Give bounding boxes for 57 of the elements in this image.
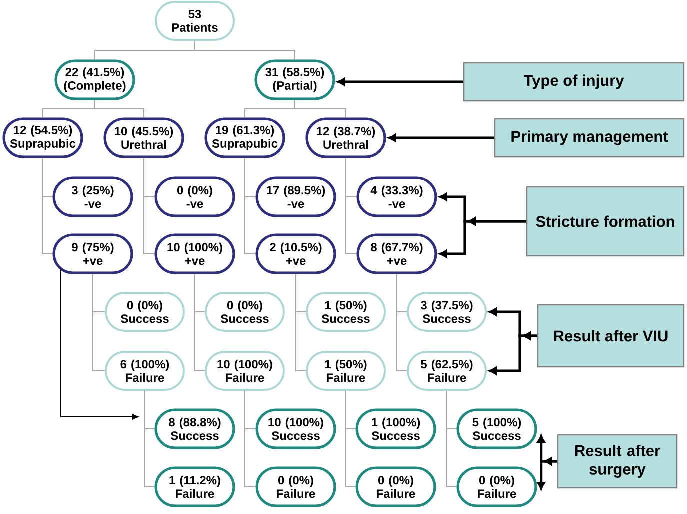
- label-box: Result after VIU: [537, 304, 685, 368]
- rounded-box: 0 (0%) Success: [105, 292, 185, 332]
- arrow: [388, 134, 494, 142]
- rounded-box: 6 (100%) Failure: [105, 351, 185, 391]
- rounded-box: 1 (11.2%) Failure: [154, 466, 236, 508]
- connector-line: [346, 158, 358, 254]
- connector-line: [42, 158, 54, 254]
- connector-line: [244, 390, 256, 488]
- connector-line: [296, 274, 306, 372]
- rounded-box: 9 (75%) +ve: [52, 234, 134, 274]
- connector-line: [144, 390, 156, 488]
- rounded-box: 0 (0%) Success: [205, 292, 285, 332]
- arrow: [439, 218, 526, 258]
- rounded-box: 53 Patients: [155, 1, 235, 41]
- connector-line: [446, 390, 458, 488]
- rounded-box: 10 (100%) +ve: [154, 234, 236, 274]
- label-box: Stricture formation: [526, 186, 685, 257]
- connector-line: [194, 40, 296, 60]
- connector-line: [346, 390, 356, 488]
- label-box: Type of injury: [463, 62, 685, 102]
- rounded-box: 8 (88.8%) Success: [154, 408, 236, 450]
- rounded-box: 1 (100%) Success: [356, 408, 436, 450]
- rounded-box: 5 (62.5%) Failure: [407, 351, 487, 391]
- rounded-box: 4 (33.3%) -ve: [356, 176, 438, 218]
- rounded-box: 10 (45.5%) Urethral: [104, 118, 184, 158]
- rounded-box: 10 (100%) Failure: [205, 351, 285, 391]
- rounded-box: 8 (67.7%) +ve: [356, 234, 438, 274]
- label-box: Result after surgery: [557, 434, 678, 489]
- connector-line: [194, 274, 206, 372]
- arrow: [537, 458, 558, 490]
- rounded-box: 17 (89.5%) -ve: [256, 176, 336, 218]
- rounded-box: 2 (10.5%) +ve: [256, 234, 336, 274]
- connector-line: [396, 274, 408, 372]
- rounded-box: 0 (0%) Failure: [256, 466, 336, 508]
- rounded-box: 5 (100%) Success: [456, 408, 538, 450]
- arrow: [489, 332, 538, 375]
- rounded-box: 19 (61.3%) Suprapubic: [204, 118, 286, 158]
- rounded-box: 12 (54.5%) Suprapubic: [2, 118, 84, 158]
- rounded-box: 0 (0%) Failure: [456, 466, 538, 508]
- rounded-box: 12 (38.7%) Urethral: [306, 118, 386, 158]
- rounded-box: 10 (100%) Success: [256, 408, 336, 450]
- rounded-box: 31 (58.5%) (Partial): [254, 60, 336, 100]
- arrow: [60, 270, 139, 420]
- connector-line: [144, 158, 156, 254]
- connector-line: [94, 100, 144, 118]
- rounded-box: 3 (25%) -ve: [52, 176, 134, 218]
- rounded-box: 22 (41.5%) (Complete): [54, 60, 136, 100]
- rounded-box: 1 (50%) Success: [306, 292, 386, 332]
- label-box: Primary management: [494, 118, 685, 158]
- arrow: [337, 78, 464, 86]
- rounded-box: 3 (37.5%) Success: [407, 292, 487, 332]
- connector-line: [294, 100, 346, 118]
- rounded-box: 0 (0%) Failure: [356, 466, 436, 508]
- connector-line: [92, 274, 106, 372]
- rounded-box: 0 (0%) -ve: [154, 176, 236, 218]
- rounded-box: 1 (50%) Failure: [306, 351, 386, 391]
- connector-line: [244, 158, 256, 254]
